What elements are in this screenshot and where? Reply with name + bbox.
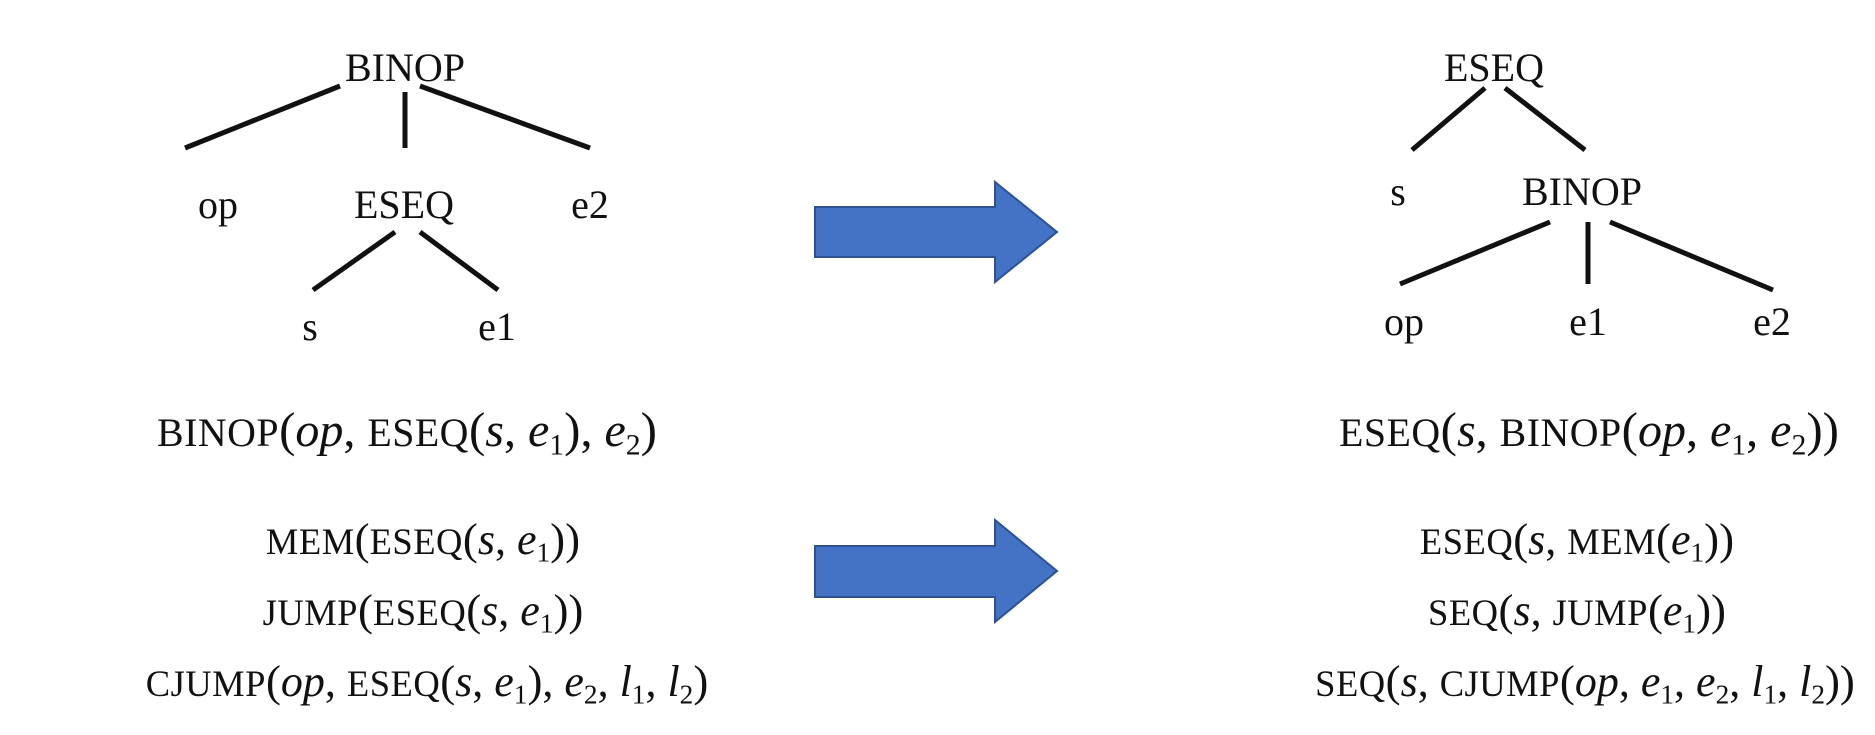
- bottom-arrow-icon: [814, 517, 1059, 625]
- right-child-s: s: [1390, 169, 1406, 214]
- left-child-op: op: [198, 182, 238, 227]
- edge-eseq-e1: [418, 229, 500, 293]
- right-child-binop: BINOP: [1522, 169, 1642, 214]
- left-child-e2: e2: [571, 182, 609, 227]
- left-grandchild-s: s: [302, 304, 318, 349]
- right-grandchild-e1: e1: [1569, 299, 1607, 344]
- edge-eseq-binop-right: [1503, 86, 1587, 152]
- left-root-binop: BINOP: [345, 45, 465, 90]
- right-tree: ESEQ s BINOP op e1 e2: [1384, 45, 1791, 344]
- formula-bottom-right-1: ESEQ(s, MEM(e1)): [1419, 514, 1735, 568]
- right-grandchild-op: op: [1384, 299, 1424, 344]
- formula-bottom-left-1: MEM(ESEQ(s, e1)): [265, 514, 581, 568]
- left-grandchild-e1: e1: [478, 304, 516, 349]
- left-tree: BINOP op ESEQ e2 s e1: [184, 45, 609, 349]
- formula-bottom-left-2: JUMP(ESEQ(s, e1)): [262, 585, 584, 639]
- edge-eseq-s: [311, 229, 397, 293]
- edge-eseq-s-right: [1410, 86, 1487, 152]
- edge-binop-op: [184, 83, 341, 151]
- formula-bottom-left-3: CJUMP(op, ESEQ(s, e1), e2, l1, l2): [145, 656, 709, 710]
- left-child-eseq: ESEQ: [354, 182, 454, 227]
- edge-binop-op-right: [1399, 219, 1551, 287]
- formula-bottom-right-3: SEQ(s, CJUMP(op, e1, e2, l1, l2)): [1315, 656, 1855, 710]
- right-root-eseq: ESEQ: [1444, 45, 1544, 90]
- formula-bottom-right-2: SEQ(s, JUMP(e1)): [1428, 585, 1726, 639]
- formula-top-left: BINOP(op, ESEQ(s, e1), e2): [157, 402, 657, 462]
- formula-top-right: ESEQ(s, BINOP(op, e1, e2)): [1339, 402, 1839, 462]
- top-arrow-icon: [814, 179, 1059, 285]
- edge-binop-e2-right: [1609, 219, 1774, 293]
- right-grandchild-e2: e2: [1753, 299, 1791, 344]
- edge-binop-e2: [419, 83, 591, 151]
